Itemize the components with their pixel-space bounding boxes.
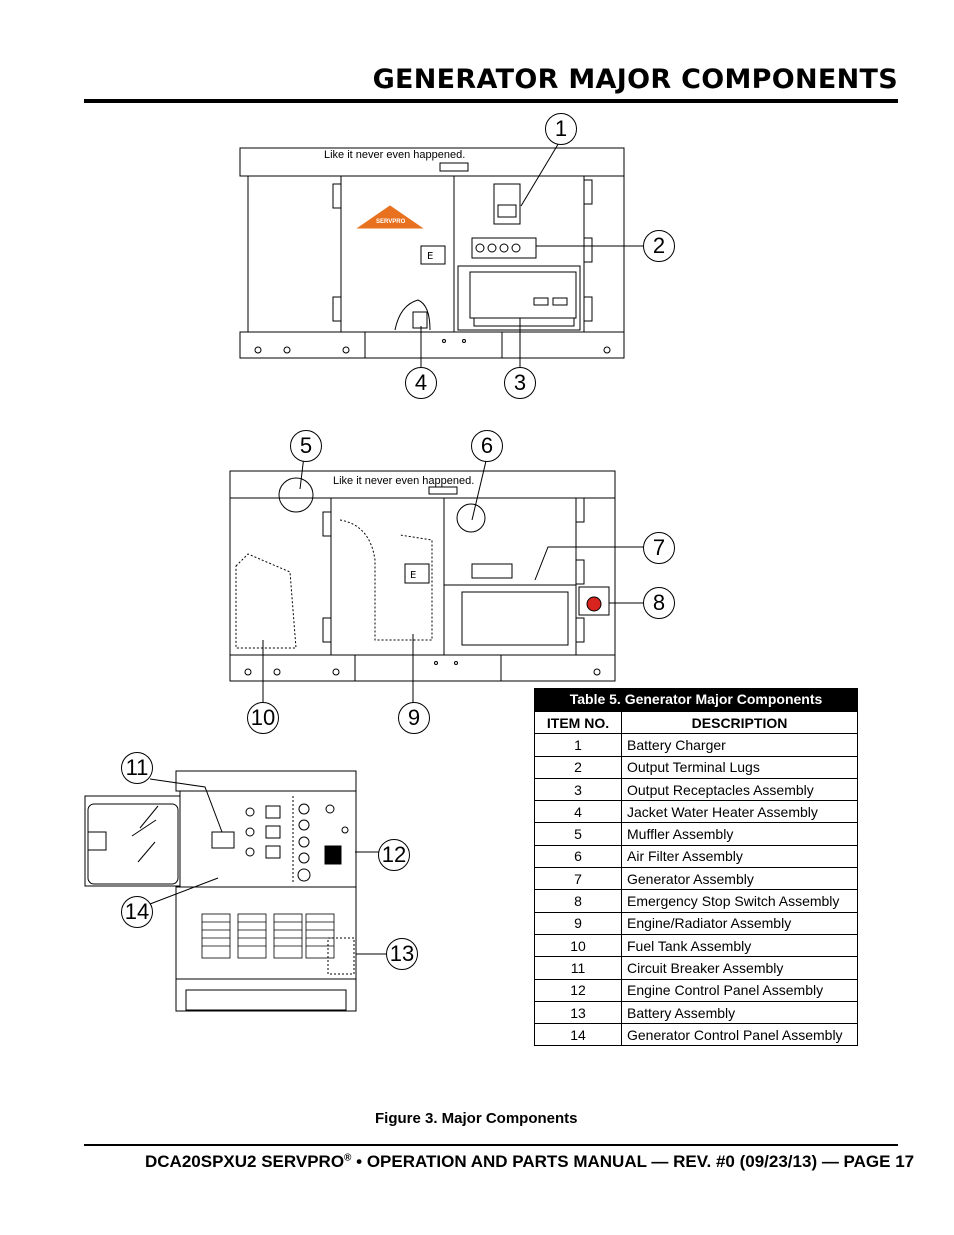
- page-title: GENERATOR MAJOR COMPONENTS: [372, 64, 898, 95]
- callout-13: 13: [386, 938, 418, 970]
- callout-3: 3: [504, 367, 536, 399]
- components-table: Table 5. Generator Major Components ITEM…: [534, 688, 858, 1047]
- item-description: Output Terminal Lugs: [621, 755, 858, 779]
- callout-4: 4: [405, 367, 437, 399]
- item-no: 14: [534, 1023, 622, 1047]
- callout-10: 10: [247, 702, 279, 734]
- item-description: Emergency Stop Switch Assembly: [621, 889, 858, 913]
- item-description: Muffler Assembly: [621, 822, 858, 846]
- item-description: Jacket Water Heater Assembly: [621, 800, 858, 824]
- servpro-slogan: Like it never even happened.: [324, 149, 466, 161]
- item-no: 4: [534, 800, 622, 824]
- item-no: 3: [534, 777, 622, 802]
- footer-registered-mark: ®: [344, 1152, 352, 1164]
- item-description: Circuit Breaker Assembly: [621, 956, 858, 980]
- item-no: 8: [534, 889, 622, 913]
- item-no: 9: [534, 911, 622, 935]
- control-panel-view: [84, 770, 388, 1012]
- callout-11: 11: [121, 752, 153, 784]
- item-no: 6: [534, 844, 622, 869]
- servpro-slogan-side: Like it never even happened.: [333, 475, 475, 487]
- generator-front-view: E: [239, 140, 644, 368]
- item-no: 10: [534, 933, 622, 958]
- item-description: Output Receptacles Assembly: [621, 777, 858, 802]
- item-description: Engine Control Panel Assembly: [621, 978, 858, 1002]
- callout-9: 9: [398, 702, 430, 734]
- servpro-logo-text: SERVPRO: [376, 219, 406, 225]
- item-description: Battery Assembly: [621, 1000, 858, 1025]
- item-description: Generator Control Panel Assembly: [621, 1023, 858, 1047]
- item-no: 5: [534, 822, 622, 846]
- item-no: 11: [534, 956, 622, 980]
- item-description: Engine/Radiator Assembly: [621, 911, 858, 935]
- footer-model: DCA20SPXU2 SERVPRO: [145, 1152, 345, 1171]
- footer-rule: [84, 1144, 898, 1146]
- footer-rest: • OPERATION AND PARTS MANUAL — REV. #0 (…: [351, 1152, 915, 1171]
- item-no: 12: [534, 978, 622, 1002]
- callout-5: 5: [290, 430, 322, 462]
- generator-side-view: E: [229, 455, 644, 703]
- callout-8: 8: [643, 587, 675, 619]
- item-no: 7: [534, 867, 622, 891]
- figure-caption: Figure 3. Major Components: [375, 1110, 578, 1127]
- callout-12: 12: [378, 839, 410, 871]
- svg-text:E: E: [410, 570, 416, 581]
- header-description: DESCRIPTION: [621, 710, 858, 735]
- item-description: Air Filter Assembly: [621, 844, 858, 869]
- callout-7: 7: [643, 532, 675, 564]
- page-footer: DCA20SPXU2 SERVPRO® • OPERATION AND PART…: [145, 1152, 914, 1172]
- item-no: 13: [534, 1000, 622, 1025]
- item-no: 2: [534, 755, 622, 779]
- table-header-row: ITEM NO. DESCRIPTION: [534, 710, 858, 735]
- callout-1: 1: [545, 113, 577, 145]
- header-rule: [84, 99, 898, 103]
- item-description: Generator Assembly: [621, 867, 858, 891]
- callout-14: 14: [121, 896, 153, 928]
- item-description: Battery Charger: [621, 733, 858, 757]
- item-no: 1: [534, 733, 622, 757]
- item-description: Fuel Tank Assembly: [621, 933, 858, 958]
- header-item-no: ITEM NO.: [534, 710, 622, 735]
- svg-text:E: E: [427, 251, 433, 262]
- table-caption: Table 5. Generator Major Components: [534, 688, 858, 711]
- callout-2: 2: [643, 230, 675, 262]
- callout-6: 6: [471, 430, 503, 462]
